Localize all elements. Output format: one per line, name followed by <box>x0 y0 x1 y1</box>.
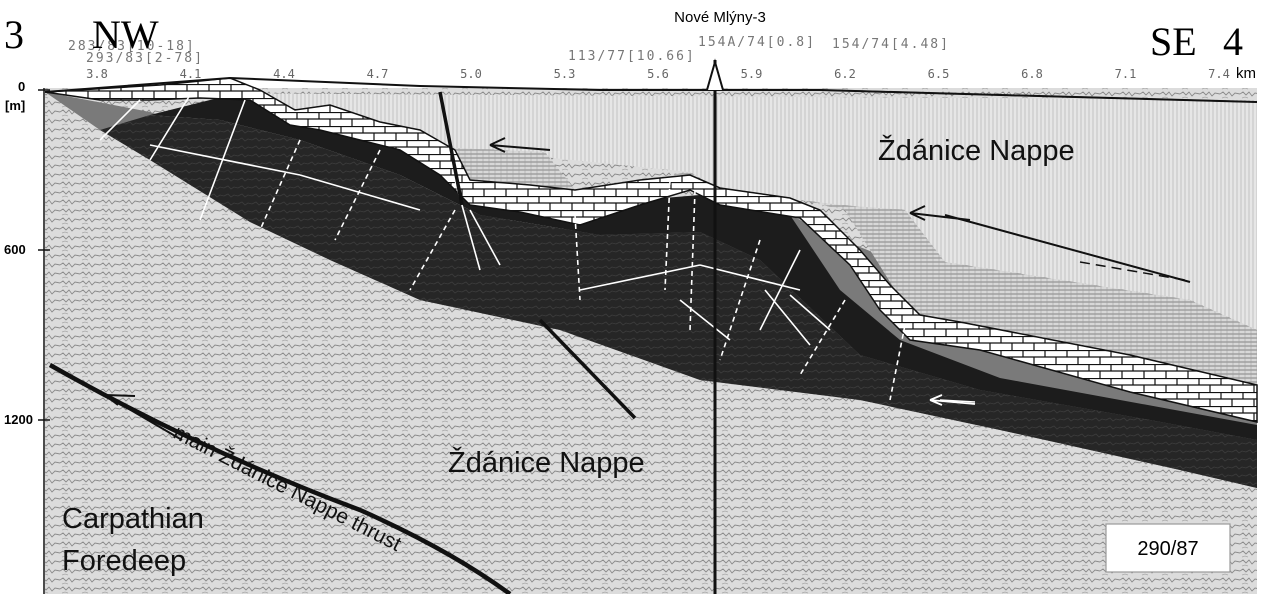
distance-tick-label: 7.1 <box>1115 67 1137 81</box>
distance-tick-label: 4.7 <box>367 67 389 81</box>
header-code: 113/77[10.66] <box>568 49 696 64</box>
profile-number-label: 290/87 <box>1137 538 1198 560</box>
distance-tick-label: 7.4 <box>1208 67 1230 81</box>
right-section-number: 4 <box>1223 19 1243 64</box>
carpathian-foredeep-label: Carpathian <box>62 503 204 535</box>
distance-tick-label: 5.3 <box>554 67 576 81</box>
header-code: 154/74[4.48] <box>832 37 950 52</box>
right-direction-label: SE <box>1150 19 1197 64</box>
depth-axis-unit: [m] <box>5 98 25 113</box>
zdanice-nappe-lower-label: Ždánice Nappe <box>448 446 645 479</box>
carpathian-foredeep-label-line2: Foredeep <box>62 545 186 577</box>
distance-tick-label: 5.6 <box>647 67 669 81</box>
depth-tick-label: 0 <box>18 79 25 94</box>
distance-tick-label: 5.0 <box>460 67 482 81</box>
distance-tick-label: 6.2 <box>834 67 856 81</box>
depth-tick-label: 600 <box>4 242 26 257</box>
distance-tick-label: 5.9 <box>741 67 763 81</box>
distance-tick-label: 4.4 <box>273 67 295 81</box>
zdanice-nappe-upper-label: Ždánice Nappe <box>878 134 1075 167</box>
distance-tick-label: 6.5 <box>928 67 950 81</box>
distance-tick-label: 4.1 <box>180 67 202 81</box>
distance-axis-unit: km <box>1236 65 1256 82</box>
depth-tick-label: 1200 <box>4 412 33 427</box>
distance-tick-label: 3.8 <box>86 67 108 81</box>
distance-tick-label: 6.8 <box>1021 67 1043 81</box>
header-code: 154A/74[0.8] <box>698 35 816 50</box>
left-section-number: 3 <box>4 12 24 57</box>
borehole-marker-icon <box>707 62 723 90</box>
left-direction-label: NW <box>92 12 159 57</box>
well-name-label: Nové Mlýny-3 <box>674 9 766 26</box>
